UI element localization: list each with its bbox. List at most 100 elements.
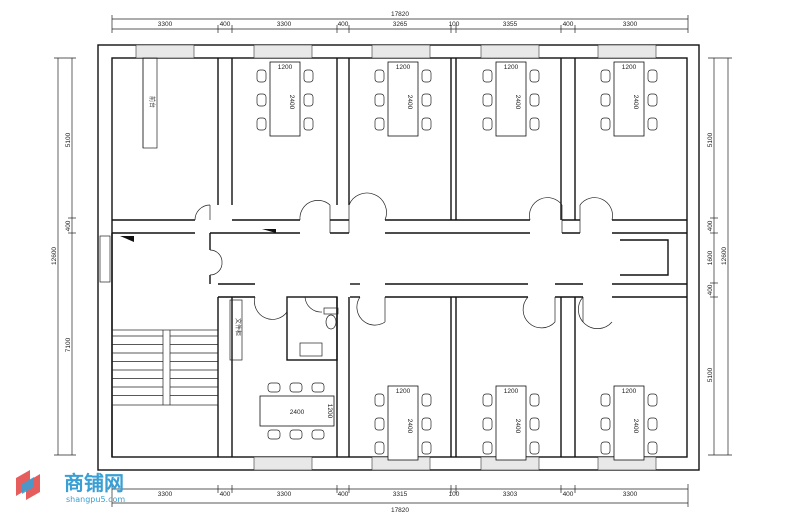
top-windows (135, 44, 657, 59)
table-length-label: 2400 (288, 95, 295, 110)
chair (482, 117, 493, 131)
meeting-table (387, 385, 419, 461)
left-dim-2: 400 (65, 220, 72, 231)
bottom-dim-5: 3315 (393, 491, 408, 498)
table-width-label: 1200 (622, 64, 637, 71)
staircase (111, 329, 219, 406)
chair (482, 393, 493, 407)
archive-label: 文件柜 (234, 318, 242, 336)
meeting-table (613, 61, 645, 137)
top-total-dimension: 17820 (391, 11, 409, 18)
right-dim-2: 400 (707, 220, 714, 231)
chair (647, 417, 658, 431)
chair (374, 417, 385, 431)
right-dim-3: 1600 (707, 250, 714, 265)
chair (600, 69, 611, 83)
table-width-label: 1200 (396, 388, 411, 395)
meeting-table (259, 395, 335, 427)
bottom-dim-1: 3300 (158, 491, 173, 498)
top-dim-2: 400 (220, 21, 231, 28)
chair (289, 382, 303, 393)
chair (482, 441, 493, 455)
chair (529, 117, 540, 131)
left-dim-3: 7100 (65, 337, 72, 352)
chair (374, 69, 385, 83)
chair (482, 69, 493, 83)
chair (267, 382, 281, 393)
table-length-label: 2400 (514, 419, 521, 434)
chair (311, 429, 325, 440)
toilet-fixture (323, 307, 339, 330)
reception-label: 前台 (148, 96, 156, 108)
meeting-table (613, 385, 645, 461)
chair (421, 117, 432, 131)
watermark-logo: 商铺网 shangpu5.com (16, 470, 125, 504)
meeting-table-group: 1200 2400 (600, 385, 658, 461)
top-dim-9: 3300 (623, 21, 638, 28)
right-dim-5: 5100 (707, 367, 714, 382)
meeting-table (387, 61, 419, 137)
table-length-label: 2400 (632, 419, 639, 434)
watermark-site: shangpu5.com (66, 495, 125, 504)
chair (421, 441, 432, 455)
chair (289, 429, 303, 440)
chair (529, 441, 540, 455)
chair (529, 393, 540, 407)
right-dim-4: 400 (707, 284, 714, 295)
top-dim-3: 3300 (277, 21, 292, 28)
bottom-dim-7: 3303 (503, 491, 518, 498)
table-width-label: 1200 (326, 404, 333, 419)
chair (529, 69, 540, 83)
chair (374, 441, 385, 455)
chair (303, 69, 314, 83)
bottom-dim-3: 3300 (277, 491, 292, 498)
table-length-label: 2400 (632, 95, 639, 110)
top-dim-4: 400 (338, 21, 349, 28)
chair (529, 93, 540, 107)
chair (421, 69, 432, 83)
top-dimension-line: 17820 3300 400 3300 400 3265 100 3355 40… (111, 11, 689, 33)
chair (529, 417, 540, 431)
bottom-dim-2: 400 (220, 491, 231, 498)
top-dim-7: 3355 (503, 21, 518, 28)
chair (600, 393, 611, 407)
meeting-tables: 1200240012002400120024001200240012002400… (256, 61, 658, 461)
bottom-dim-8: 400 (563, 491, 574, 498)
bottom-windows (253, 456, 657, 471)
meeting-table-group: 1200 2400 (482, 61, 540, 137)
chair (647, 93, 658, 107)
top-dim-8: 400 (563, 21, 574, 28)
chair (421, 393, 432, 407)
table-length-label: 2400 (514, 95, 521, 110)
meeting-table-group: 1200 2400 (482, 385, 540, 461)
doors (99, 192, 613, 329)
chair (267, 429, 281, 440)
table-width-label: 1200 (622, 388, 637, 395)
right-total-dimension: 12600 (721, 247, 728, 265)
meeting-table (495, 385, 527, 461)
chair (600, 417, 611, 431)
table-width-label: 1200 (504, 388, 519, 395)
chair (374, 393, 385, 407)
top-dim-6: 100 (449, 21, 460, 28)
chair (303, 117, 314, 131)
top-dim-1: 3300 (158, 21, 173, 28)
right-dimension-line: 5100 400 1600 400 5100 12600 (707, 57, 732, 456)
table-width-label: 1200 (504, 64, 519, 71)
chair (647, 117, 658, 131)
left-total-dimension: 12600 (51, 247, 58, 265)
watermark-brand: 商铺网 (64, 471, 124, 495)
table-length-label: 2400 (406, 95, 413, 110)
chair (421, 93, 432, 107)
chair (374, 117, 385, 131)
left-dim-1: 5100 (65, 132, 72, 147)
bottom-total-dimension: 17820 (391, 507, 409, 514)
meeting-table-group: 1200 2400 (600, 61, 658, 137)
chair (647, 441, 658, 455)
chair (600, 441, 611, 455)
